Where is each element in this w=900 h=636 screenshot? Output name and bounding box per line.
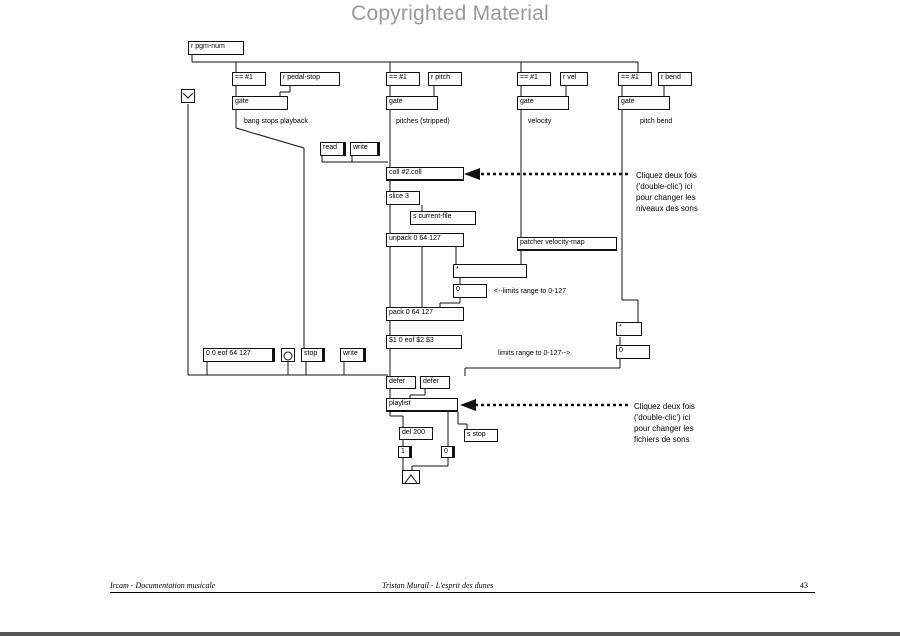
footer-rule bbox=[110, 592, 815, 593]
gate-object-3[interactable]: gate bbox=[517, 96, 569, 110]
send-current-file[interactable]: s current-file bbox=[410, 211, 476, 225]
receive-pgm-num[interactable]: r pgm-num bbox=[188, 41, 244, 55]
window-bottom-edge bbox=[0, 632, 900, 636]
receive-pedal-stop[interactable]: r pedal-stop bbox=[280, 72, 340, 86]
bang-button[interactable] bbox=[181, 89, 195, 103]
write-message-2[interactable]: write bbox=[340, 348, 366, 362]
playlist-object[interactable]: playlist bbox=[386, 398, 458, 412]
receive-vel[interactable]: r vel bbox=[560, 72, 588, 86]
equals-object-3[interactable]: == #1 bbox=[517, 72, 551, 86]
footer-center: Tristan Murail - L'esprit des dunes bbox=[382, 581, 494, 590]
slice-object[interactable]: slice 3 bbox=[386, 191, 420, 205]
bang-circle-icon bbox=[283, 351, 293, 361]
dollar-message[interactable]: $1 0 eof $2 $3 bbox=[386, 335, 462, 349]
gate-object-2[interactable]: gate bbox=[386, 96, 438, 110]
bang-envelope-icon bbox=[182, 92, 194, 99]
stop-message[interactable]: stop bbox=[301, 348, 325, 362]
velocity-map-patcher[interactable]: patcher velocity-map bbox=[517, 237, 617, 251]
note-sound-levels: Cliquez deux fois ('double-clic') ici po… bbox=[636, 171, 698, 213]
note-sound-files: Cliquez deux fois ('double-clic') ici po… bbox=[634, 402, 695, 444]
label-pitch-bend: pitch bend bbox=[640, 118, 673, 125]
number-box-2[interactable]: 0 bbox=[616, 345, 650, 359]
page-number: 43 bbox=[800, 581, 808, 590]
label-limits-2: limits range to 0-127--> bbox=[498, 350, 571, 357]
outlet-box bbox=[402, 470, 420, 484]
outlet-triangle-icon bbox=[404, 474, 418, 484]
delay-object[interactable]: del 200 bbox=[399, 427, 433, 440]
label-limits-1: <--limits range to 0-127 bbox=[494, 288, 567, 295]
label-bang-stops: bang stops playback bbox=[244, 118, 308, 125]
eof-message[interactable]: 0 0 eof 64 127 bbox=[203, 348, 275, 362]
receive-pitch[interactable]: r pitch bbox=[428, 72, 462, 86]
footer-left: Ircam - Documentation musicale bbox=[110, 581, 216, 590]
message-zero[interactable]: 0 bbox=[441, 446, 455, 458]
label-pitches: pitches (stripped) bbox=[396, 118, 450, 125]
number-box-1[interactable]: 0 bbox=[453, 284, 487, 298]
defer-object-2[interactable]: defer bbox=[420, 376, 450, 389]
multiply-object-1[interactable]: * bbox=[453, 264, 527, 278]
label-velocity: velocity bbox=[528, 118, 552, 125]
gate-object-4[interactable]: gate bbox=[618, 96, 670, 110]
multiply-object-2[interactable]: * bbox=[616, 322, 642, 336]
unpack-object[interactable]: unpack 0 64 127 bbox=[386, 233, 464, 247]
equals-object-4[interactable]: == #1 bbox=[618, 72, 652, 86]
bang-button-2[interactable] bbox=[281, 348, 295, 362]
receive-bend[interactable]: r bend bbox=[658, 72, 692, 86]
copyright-watermark: Copyrighted Material bbox=[351, 2, 549, 25]
read-message[interactable]: read bbox=[320, 142, 346, 156]
equals-object-1[interactable]: == #1 bbox=[232, 72, 266, 86]
send-stop[interactable]: s stop bbox=[464, 429, 498, 442]
equals-object-2[interactable]: == #1 bbox=[386, 72, 420, 86]
write-message-1[interactable]: write bbox=[350, 142, 380, 156]
defer-object-1[interactable]: defer bbox=[386, 376, 416, 389]
gate-object-1[interactable]: gate bbox=[232, 96, 288, 110]
coll-object[interactable]: coll #2.coll bbox=[386, 167, 464, 181]
message-one[interactable]: 1 bbox=[398, 446, 412, 458]
pack-object[interactable]: pack 0 64 127 bbox=[386, 307, 464, 321]
